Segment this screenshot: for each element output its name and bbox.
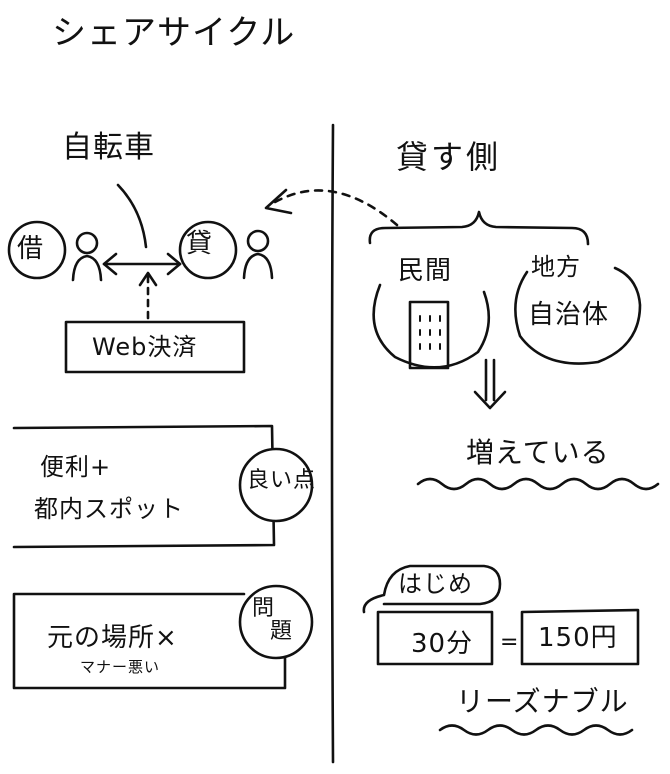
lender-side-heading: 貸す側 [396,138,502,176]
dashed-arrow [268,189,399,227]
page-title: シェアサイクル [52,13,296,53]
web-payment-label: Web決済 [92,333,198,361]
first-label: はじめ [398,570,473,598]
building-icon [408,300,450,370]
lender-brace [368,210,590,246]
double-arrow-left-head [102,252,118,276]
borrower-person-icon [75,231,99,255]
problem-line-2: マナー悪い [80,658,161,676]
bicycle-pointer [116,183,148,249]
merit-line-1: 便利+ [40,453,112,481]
wavy-underline-reasonable [438,724,634,736]
local-gov-label-line2: 自治体 [528,300,610,330]
borrower-label: 借 [17,234,45,264]
merits-badge-label: 良い点 [247,468,317,493]
payment-link-arrow-head [138,271,158,287]
center-divider [330,123,335,764]
borrower-circle [7,220,67,280]
merit-line-2: 都内スポット [34,495,184,523]
payment-box [64,320,246,374]
bicycle-label: 自転車 [62,130,155,165]
reasonable-label: リーズナブル [456,685,629,718]
price-value: 150円 [538,623,618,653]
problems-box [12,592,287,690]
first-label-bubble [362,564,502,614]
minutes-value: 30分 [411,629,474,659]
minutes-box [376,610,494,666]
building-windows [419,315,441,350]
wavy-underline-increasing [416,477,660,491]
borrower-person-body [71,254,103,282]
problems-badge-line2: 題 [270,619,294,644]
price-box [520,608,640,666]
down-arrow [484,358,496,402]
lender-circle [178,220,238,280]
lender-person-icon [246,229,270,253]
problem-line-1: 元の場所× [47,623,178,653]
merits-box [12,424,276,549]
lender-label: 貸 [186,229,214,259]
lender-person-body [242,252,274,280]
problems-badge-line1: 問 [252,596,276,621]
private-sector-circle [372,283,491,369]
local-gov-circle [514,266,642,365]
problems-badge-circle [238,584,314,660]
increasing-label: 増えている [466,436,610,469]
equals-sign: = [500,630,520,655]
private-sector-label: 民間 [398,256,453,286]
merits-badge-circle [238,447,314,523]
local-gov-label-line1: 地方 [531,253,581,281]
down-arrow-head [473,390,507,410]
double-arrow-right-head [166,252,182,276]
dashed-arrow-head [264,188,293,215]
